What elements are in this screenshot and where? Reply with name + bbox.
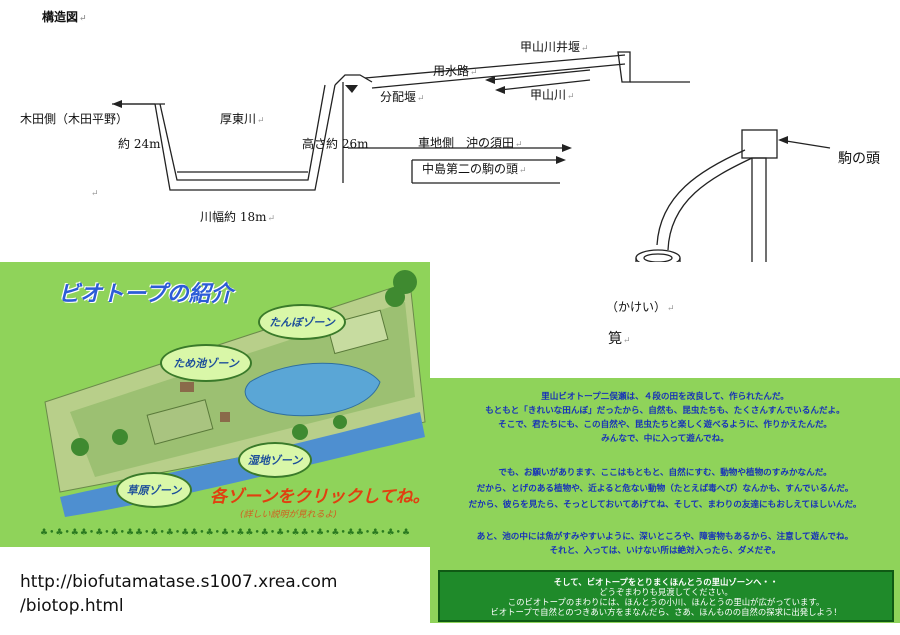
label-koma-head: 駒の頭 [838,151,880,167]
biotope-title: ビオトープの紹介 [58,282,233,307]
info-line: もともと「きれいな田んぼ」だったから、自然も、昆虫たちも、たくさんすんでいるんだ… [485,406,845,416]
url-line-1: http://biofutamatase.s1007.xrea.com [20,572,338,592]
info-line: それと、入っては、いけない所は絶対入ったら、ダメだぞ。 [549,546,781,556]
satoyama-zone-box[interactable]: そして、ビオトープをとりまくほんとうの里山ゾーンへ・・ どうぞまわりも見渡してく… [438,570,894,622]
label-kouyama-river: 甲山川↵ [530,88,575,102]
click-instruction: 各ゾーンをクリックしてね。 [210,487,430,507]
structure-diagram [112,51,831,262]
diagram-return-mark: ↵ [91,189,99,199]
box-line: このビオトープのまわりには、ほんとうの小川、ほんとうの里山が広がっています。 [507,597,825,607]
label-kida-side: 木田側（木田平野） [20,112,129,126]
box-line: ビオトープで自然とのつきあい方をまなんだら、さあ、ほんものの自然の探求に出発しよ… [490,607,842,617]
info-line: みんなで、中に入って遊んでね。 [601,434,729,444]
zone-sougen[interactable]: 草原ゾーン [116,472,192,508]
info-line: そこで、君たちにも、この自然や、昆虫たちと楽しく遊べるように、作りかえたんだ。 [498,420,832,430]
label-irrigation-channel: 用水路↵ [433,64,478,78]
label-kakei: 筧↵ [608,331,631,347]
label-kouyama-weir: 甲山川井堰↵ [520,40,589,54]
label-kakei-reading: （かけい）↵ [606,300,675,314]
zone-tameike[interactable]: ため池ゾーン [160,344,252,382]
zone-shicchi[interactable]: 湿地ゾーン [238,442,312,478]
url-line-2: /biotop.html [20,596,124,616]
info-line: でも、お願いがあります、ここはもともと、自然にすむ、動物や植物のすみかなんだ。 [498,468,832,478]
info-line: あと、池の中には魚がすみやすいように、深いところや、障害物もあるから、注意して遊… [476,532,854,542]
info-panel: 里山ビオトープ二俣瀬は、４段の田を改良して、作られたんだ。 もともと「きれいな田… [430,378,900,623]
label-kurumaji-side: 車地側 沖の須田↵ [418,136,523,150]
box-line: そして、ビオトープをとりまくほんとうの里山ゾーンへ・・ [553,577,779,587]
info-line: だから、とげのある植物や、近よると危ない動物（たとえば毒へび）なんかも、すんでい… [476,484,854,494]
label-river-width: 川幅約 18m↵ [200,210,276,224]
diagram-title: 構造図↵ [42,10,87,24]
box-line: どうぞまわりも見渡してください。 [599,587,733,597]
tree-row-decoration: ♣•♣•♣♣•♣•♣•♣♣•♣•♣•♣♣•♣•♣•♣♣•♣•♣•♣♣•♣•♣•♣… [40,528,412,538]
label-diversion-weir: 分配堰↵ [380,90,425,104]
zone-tanbo[interactable]: たんぼゾーン [258,304,346,340]
info-line: 里山ビオトープ二俣瀬は、４段の田を改良して、作られたんだ。 [541,392,789,402]
source-url: http://biofutamatase.s1007.xrea.com /bio… [20,570,337,618]
biotope-illustration-panel: ビオトープの紹介 たんぼゾーン ため池ゾーン 湿地ゾーン 草原ゾーン 各ゾーンを… [0,262,430,547]
label-height-26m: 高さ約 26m [302,137,369,151]
info-line: だから、彼らを見たら、そっとしておいてあげてね、そして、まわりの友達にもおしえて… [468,500,862,510]
label-nakajima: 中島第二の駒の頭↵ [422,162,527,176]
click-instruction-sub: (詳しい説明が見れるよ) [240,510,338,520]
label-approx-24m: 約 24m [118,137,161,151]
label-atsuto-river: 厚東川↵ [220,112,265,126]
